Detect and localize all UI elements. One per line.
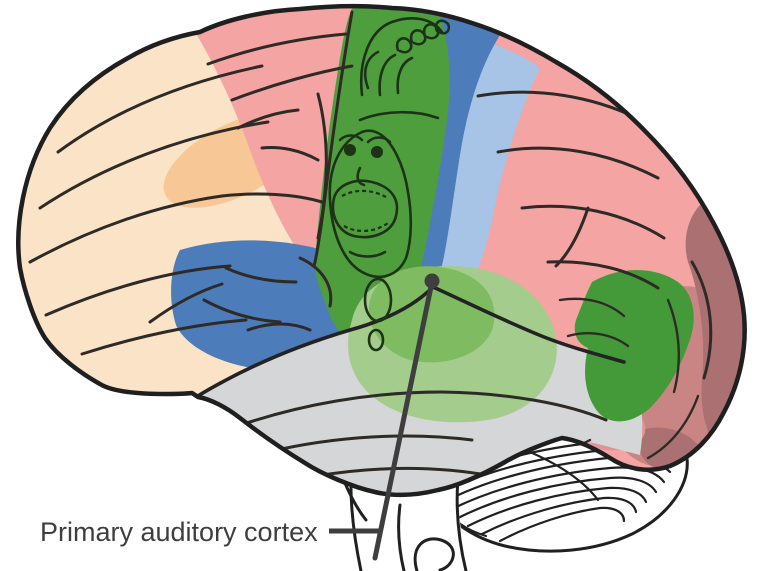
homunculus-hand — [358, 17, 451, 122]
brain-outline — [16, 3, 747, 498]
motor-homunculus — [328, 17, 451, 352]
homunculus-throat — [363, 277, 393, 352]
homunculus-eye-left — [344, 144, 356, 156]
sulci-lines — [28, 10, 713, 478]
homunculus-mouth — [331, 179, 399, 239]
wernicke-green-region — [574, 270, 694, 422]
primary-auditory-cortex-label: Primary auditory cortex — [40, 517, 318, 547]
primary-auditory-cortex-marker — [424, 273, 440, 289]
brainstem-curl — [413, 537, 455, 571]
homunculus-face — [328, 129, 413, 279]
brainstem-inner-line — [397, 503, 406, 571]
primary-auditory-core — [368, 266, 495, 363]
leader-line — [372, 279, 435, 561]
annotation-group: Primary auditory cortex — [40, 273, 440, 561]
homunculus-eye-right — [371, 146, 383, 158]
